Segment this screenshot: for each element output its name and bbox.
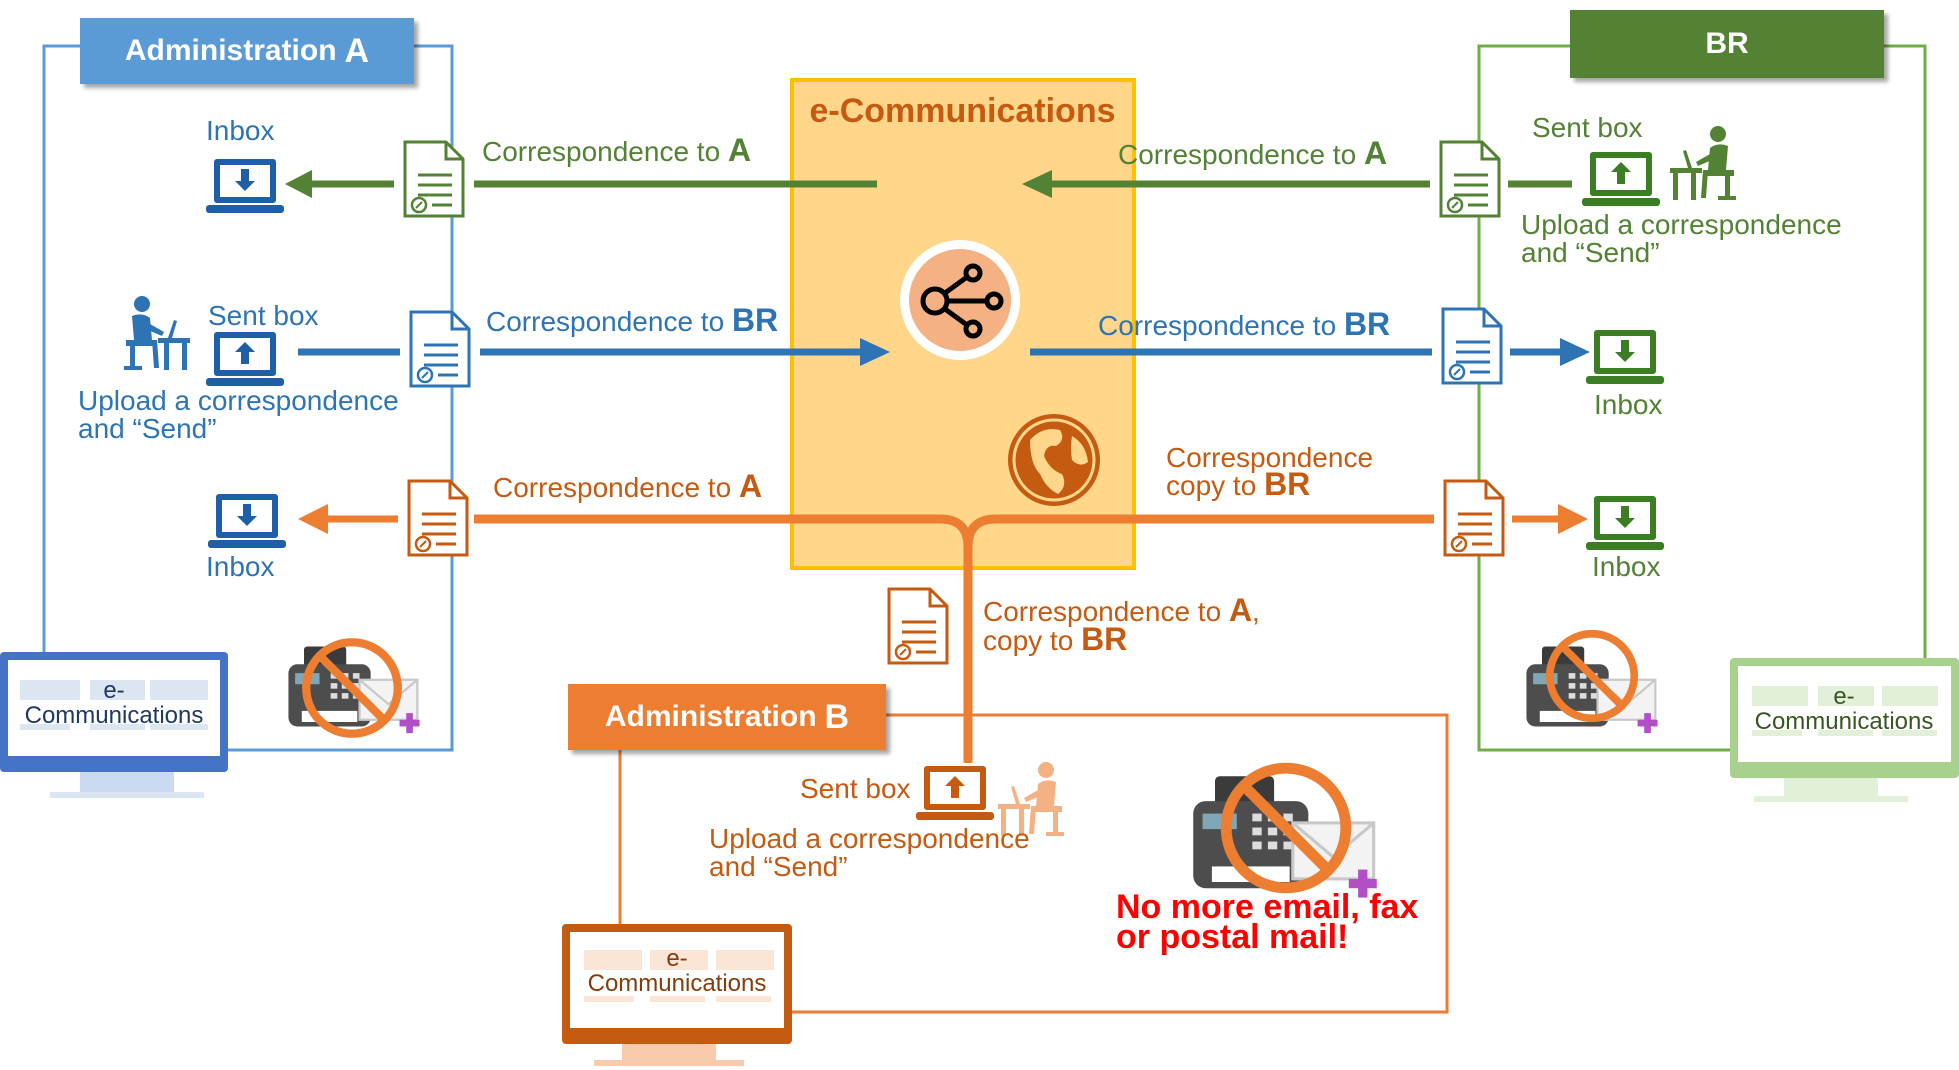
blue-arrowhead-center	[860, 338, 890, 366]
flow-label-down-1: Correspondence to A,	[983, 594, 1260, 627]
no-more-mail-warning: No more email, fax or postal mail!	[1116, 888, 1419, 956]
share-hub-icon	[900, 240, 1020, 360]
doc-icon-green-left	[403, 140, 465, 218]
person-at-desk-icon-br	[1670, 126, 1736, 200]
admin-a-inbox-bottom-label: Inbox	[206, 551, 275, 582]
br-title: BR	[1705, 27, 1749, 60]
doc-icon-orange-left	[407, 479, 469, 557]
flow-label-to-br-left-bold: BR	[731, 302, 779, 338]
admin-b-upload-label-1: Upload a correspondence	[709, 823, 1030, 854]
flow-label-to-a-right: Correspondence to A	[1118, 137, 1387, 170]
monitor-icon-a	[0, 652, 228, 798]
admin-a-letter: A	[344, 31, 370, 70]
br-sent-box-label: Sent box	[1532, 112, 1643, 143]
orange-arrowhead-br	[1558, 504, 1588, 534]
admin-a-upload-label-2: and “Send”	[78, 413, 217, 444]
monitor-icon-b	[562, 924, 792, 1066]
flow-label-orange-to-a: Correspondence to A	[493, 470, 762, 503]
flow-label-to-br-right-bold: BR	[1343, 306, 1391, 342]
admin-b-screen-line1: e-	[666, 945, 688, 972]
green-arrowhead-center	[1022, 170, 1052, 198]
blue-arrowhead-br	[1560, 338, 1590, 366]
sent-laptop-icon-br	[1582, 152, 1660, 206]
flow-label-down-1-text: Correspondence to	[983, 596, 1229, 627]
admin-b-screen-line2: Communications	[587, 970, 767, 997]
br-upload-label-1: Upload a correspondence	[1521, 209, 1842, 240]
admin-a-screen-text: e- Communications	[12, 678, 216, 728]
flow-label-down-2-bold: BR	[1081, 621, 1128, 657]
br-upload-label-2: and “Send”	[1521, 237, 1660, 268]
admin-a-upload-label-1: Upload a correspondence	[78, 385, 399, 416]
br-screen-line1: e-	[1833, 683, 1855, 710]
flow-label-orange-copy-1: Correspondence	[1166, 442, 1374, 473]
admin-b-title: Administration	[604, 700, 817, 733]
br-inbox-bottom-label: Inbox	[1592, 551, 1661, 582]
inbox-laptop-icon-br-mid	[1586, 330, 1664, 384]
flow-label-down-2-text: copy to	[983, 625, 1082, 656]
doc-icon-blue-right	[1441, 307, 1503, 385]
inbox-laptop-icon-br-bottom	[1586, 496, 1664, 550]
admin-a-screen-line1: e-	[103, 677, 125, 704]
sent-laptop-icon-b	[916, 766, 994, 820]
flow-label-to-a-right-bold: A	[1363, 135, 1388, 171]
flow-label-to-br-right-text: Correspondence to	[1098, 310, 1344, 341]
no-more-line2: or postal mail!	[1116, 918, 1349, 956]
doc-icon-green-right	[1439, 140, 1501, 218]
no-more-line1: No more email, fax	[1116, 888, 1419, 926]
flow-label-to-a-left-bold: A	[727, 132, 752, 168]
flow-label-orange-copy-2: copy to BR	[1166, 468, 1310, 501]
br-header: BR	[1570, 10, 1884, 78]
flow-label-to-a-right-text: Correspondence to	[1118, 139, 1364, 170]
admin-a-sent-box-label: Sent box	[208, 300, 319, 331]
orange-arrowhead-left	[298, 504, 328, 534]
admin-b-sent-box-label: Sent box	[800, 773, 911, 804]
flow-label-orange-to-a-bold: A	[738, 468, 763, 504]
globe-icon	[1008, 414, 1100, 506]
monitor-icon-br	[1730, 658, 1959, 802]
doc-icon-orange-right	[1443, 479, 1505, 557]
flow-label-to-br-right: Correspondence to BR	[1098, 308, 1390, 341]
person-at-desk-icon-a	[124, 296, 190, 370]
green-arrowhead-left	[285, 170, 312, 198]
admin-a-screen-line2: Communications	[24, 702, 204, 729]
admin-b-screen-text: e- Communications	[572, 946, 782, 996]
br-frame	[1477, 44, 1927, 752]
sent-laptop-icon-a	[206, 332, 284, 386]
flow-label-to-br-left: Correspondence to BR	[486, 304, 778, 337]
flow-label-to-a-left-text: Correspondence to	[482, 136, 728, 167]
doc-icon-blue-left	[409, 310, 471, 388]
br-inbox-mid-label: Inbox	[1594, 389, 1663, 420]
flow-label-orange-copy-2-bold: BR	[1264, 466, 1311, 502]
br-screen-line2: Communications	[1754, 708, 1934, 735]
flow-label-down-2: copy to BR	[983, 623, 1127, 656]
ecomm-center-title: e-Communications	[809, 92, 1116, 130]
admin-b-frame	[618, 713, 1449, 1014]
admin-b-letter: B	[824, 697, 850, 736]
admin-a-inbox-top-label: Inbox	[206, 115, 275, 146]
flow-label-orange-to-a-text: Correspondence to	[493, 472, 739, 503]
admin-b-upload-label-2: and “Send”	[709, 851, 848, 882]
flow-label-orange-copy-2-text: copy to	[1166, 470, 1265, 501]
flow-label-down-1-tail: ,	[1252, 596, 1260, 627]
admin-a-title: Administration	[124, 34, 337, 67]
doc-icon-orange-down	[887, 587, 949, 665]
flow-label-down-1-bold: A	[1228, 592, 1253, 628]
inbox-laptop-icon-a-bottom	[208, 494, 286, 548]
flow-label-to-a-left: Correspondence to A	[482, 134, 751, 167]
br-screen-text: e- Communications	[1740, 684, 1948, 734]
inbox-laptop-icon-a-top	[206, 159, 284, 213]
flow-label-to-br-left-text: Correspondence to	[486, 306, 732, 337]
orange-flow-branch-right	[963, 514, 1434, 548]
